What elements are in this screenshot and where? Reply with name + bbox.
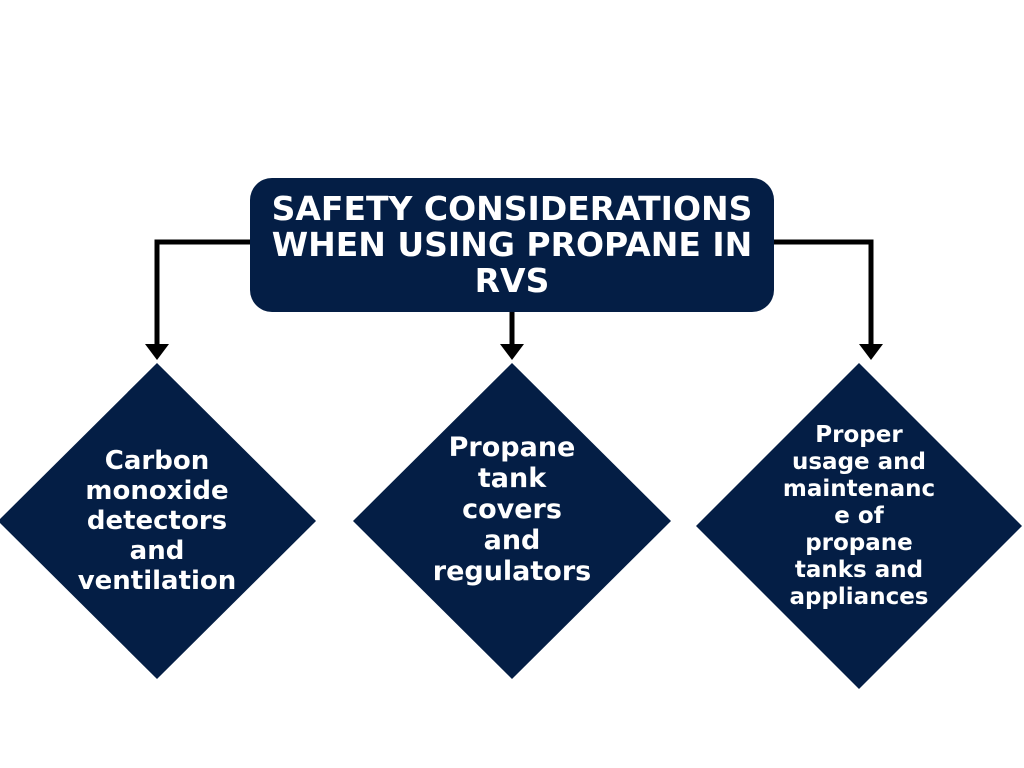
node-label-line: Carbon <box>104 446 210 476</box>
node-label-line: monoxide <box>85 476 229 506</box>
node-label-line: Propane <box>448 431 576 463</box>
node-label-line: regulators <box>432 555 592 587</box>
title-line: RVS <box>474 261 550 300</box>
node-label-left: Carbon monoxide detectors and ventilatio… <box>57 440 257 602</box>
title-box: SAFETY CONSIDERATIONS WHEN USING PROPANE… <box>250 178 774 312</box>
node-label-line: covers <box>462 493 562 525</box>
diamond-left <box>0 363 316 679</box>
node-label-line: tank <box>477 462 547 494</box>
title-text: SAFETY CONSIDERATIONS WHEN USING PROPANE… <box>272 191 753 299</box>
node-label-line: appliances <box>789 583 929 610</box>
arrowhead-right <box>859 344 883 360</box>
arrowhead-left <box>145 344 169 360</box>
node-label-line: propane <box>805 529 913 556</box>
node-label-line: detectors <box>86 506 228 536</box>
diamond-center <box>353 363 671 679</box>
node-label-center: Propane tank covers and regulators <box>420 428 604 590</box>
connector-right <box>772 239 874 344</box>
node-label-line: and <box>483 524 541 556</box>
node-label-line: and <box>129 536 185 566</box>
node-label-right: Proper usage and maintenanc e of propane… <box>770 418 948 614</box>
diamond-right <box>696 363 1022 689</box>
node-label-line: maintenanc <box>782 475 936 502</box>
arrowhead-center <box>500 344 524 360</box>
node-label-line: usage and <box>791 448 926 475</box>
node-label-line: tanks and <box>794 556 924 583</box>
node-label-line: ventilation <box>77 566 237 596</box>
connector-left <box>154 239 252 344</box>
title-line: WHEN USING PROPANE IN <box>271 225 753 264</box>
node-label-line: e of <box>834 502 884 529</box>
node-label-line: Proper <box>815 421 903 448</box>
title-line: SAFETY CONSIDERATIONS <box>271 189 753 228</box>
